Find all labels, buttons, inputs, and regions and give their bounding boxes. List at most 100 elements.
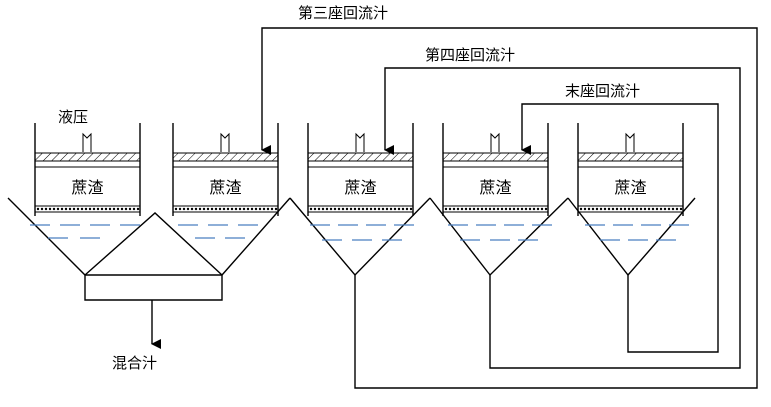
screen-hole	[246, 207, 250, 211]
screen-hole	[603, 207, 607, 211]
screen-hole	[230, 207, 234, 211]
outlet-pipe	[84, 275, 223, 301]
screen-hole	[234, 207, 238, 211]
screen-hole	[317, 207, 321, 211]
third-return-label: 第三座回流汁	[298, 4, 388, 22]
screen-hole	[242, 207, 246, 211]
screen-hole	[389, 207, 393, 211]
screen-hole	[647, 207, 651, 211]
screen-hole	[508, 207, 512, 211]
piston-rod	[490, 132, 500, 152]
bagasse-label: 蔗渣	[614, 178, 646, 197]
mixed-juice-label: 混合汁	[112, 354, 157, 372]
screen-hole	[405, 207, 409, 211]
screen-hole	[136, 207, 140, 211]
liquid-waves	[30, 224, 689, 241]
screen-hole	[84, 207, 88, 211]
screen-hole	[116, 207, 120, 211]
screen-hole	[190, 207, 194, 211]
screen-hole	[321, 207, 325, 211]
screen-hole	[476, 207, 480, 211]
press-unit-5: 蔗渣	[577, 123, 684, 216]
screen-hole	[194, 207, 198, 211]
screen-hole	[44, 207, 48, 211]
screen-hole	[76, 207, 80, 211]
screen-hole	[52, 207, 56, 211]
screen-hole	[639, 207, 643, 211]
screen-hole	[381, 207, 385, 211]
screen-hole	[615, 207, 619, 211]
screen-hole	[444, 207, 448, 211]
hopper-1-2	[7, 197, 291, 276]
screen-hole	[532, 207, 536, 211]
screen-hole	[128, 207, 132, 211]
screen-hole	[68, 207, 72, 211]
screen-hole	[345, 207, 349, 211]
screen-hole	[124, 207, 128, 211]
press-unit-2: 蔗渣	[172, 123, 279, 216]
screen-hole	[72, 207, 76, 211]
screen-hole	[500, 207, 504, 211]
screen-hole	[254, 207, 258, 211]
screen-hole	[329, 207, 333, 211]
screen-hole	[120, 207, 124, 211]
screen-hole	[226, 207, 230, 211]
screen-hole	[108, 207, 112, 211]
screen-hole	[270, 207, 274, 211]
screen-hole	[480, 207, 484, 211]
screen-hole	[325, 207, 329, 211]
screen-hole	[357, 207, 361, 211]
fourth-return-line	[384, 67, 741, 369]
screen-hole	[484, 207, 488, 211]
screen-hole	[337, 207, 341, 211]
screen-hole	[528, 207, 532, 211]
screen-hole	[353, 207, 357, 211]
screen-hole	[132, 207, 136, 211]
screen-hole	[679, 207, 683, 211]
screen-hole	[206, 207, 210, 211]
screen-hole	[266, 207, 270, 211]
screen-hole	[60, 207, 64, 211]
screen-hole	[651, 207, 655, 211]
screen-hole	[333, 207, 337, 211]
screen-hole	[401, 207, 405, 211]
screen-hole	[496, 207, 500, 211]
screen-hole	[274, 207, 278, 211]
bagasse-label: 蔗渣	[209, 178, 241, 197]
screen-hole	[472, 207, 476, 211]
press-unit-3: 蔗渣	[307, 123, 414, 216]
screen-hole	[544, 207, 548, 211]
screen-hole	[56, 207, 60, 211]
piston-rod	[355, 132, 365, 152]
press-unit-4: 蔗渣	[442, 123, 549, 216]
screen-hole	[178, 207, 182, 211]
screen-hole	[504, 207, 508, 211]
screen-hole	[369, 207, 373, 211]
screen-hole	[100, 207, 104, 211]
screen-hole	[218, 207, 222, 211]
screen-hole	[452, 207, 456, 211]
bagasse-label: 蔗渣	[344, 178, 376, 197]
screen-hole	[631, 207, 635, 211]
third-return-line	[261, 27, 758, 389]
screen-hole	[393, 207, 397, 211]
screen-hole	[591, 207, 595, 211]
screen-hole	[675, 207, 679, 211]
screen-hole	[536, 207, 540, 211]
screen-hole	[448, 207, 452, 211]
screen-hole	[174, 207, 178, 211]
screen-hole	[512, 207, 516, 211]
screen-hole	[88, 207, 92, 211]
screen-hole	[40, 207, 44, 211]
screen-hole	[464, 207, 468, 211]
screen-hole	[182, 207, 186, 211]
press-unit-1: 蔗渣	[34, 123, 141, 216]
screen-hole	[663, 207, 667, 211]
screen-hole	[488, 207, 492, 211]
screen-hole	[365, 207, 369, 211]
pressing-plate	[172, 152, 279, 162]
screen-hole	[238, 207, 242, 211]
screen-hole	[186, 207, 190, 211]
screen-hole	[202, 207, 206, 211]
